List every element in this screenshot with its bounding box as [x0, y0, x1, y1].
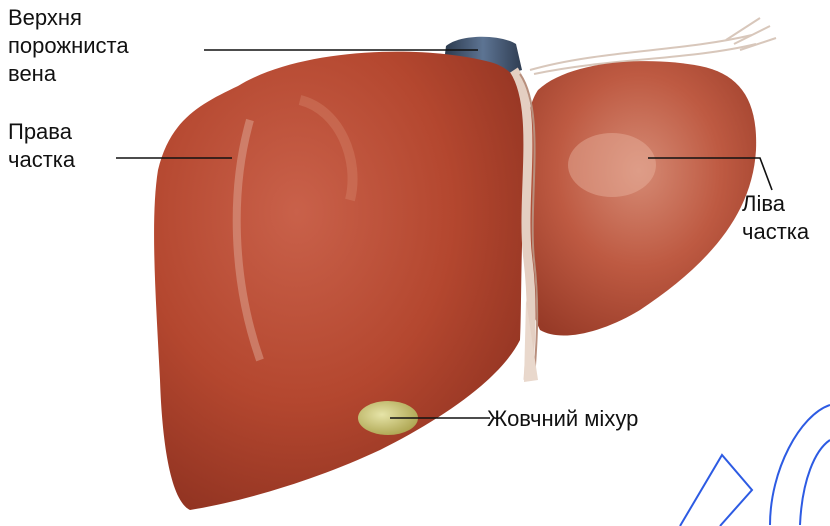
- label-line: вена: [8, 60, 129, 88]
- label-inferior-vena-cava: Верхня порожниста вена: [8, 4, 129, 88]
- label-gallbladder: Жовчний міхур: [487, 405, 638, 433]
- label-left-lobe: Ліва частка: [742, 190, 809, 246]
- label-line: Жовчний міхур: [487, 405, 638, 433]
- label-line: частка: [8, 146, 75, 174]
- right-lobe-shape: [154, 52, 530, 510]
- label-line: Права: [8, 118, 75, 146]
- label-line: частка: [742, 218, 809, 246]
- label-right-lobe: Права частка: [8, 118, 75, 174]
- left-lobe-shape: [522, 61, 757, 335]
- label-line: Верхня: [8, 4, 129, 32]
- watermark: [680, 405, 830, 526]
- label-line: Ліва: [742, 190, 809, 218]
- label-line: порожниста: [8, 32, 129, 60]
